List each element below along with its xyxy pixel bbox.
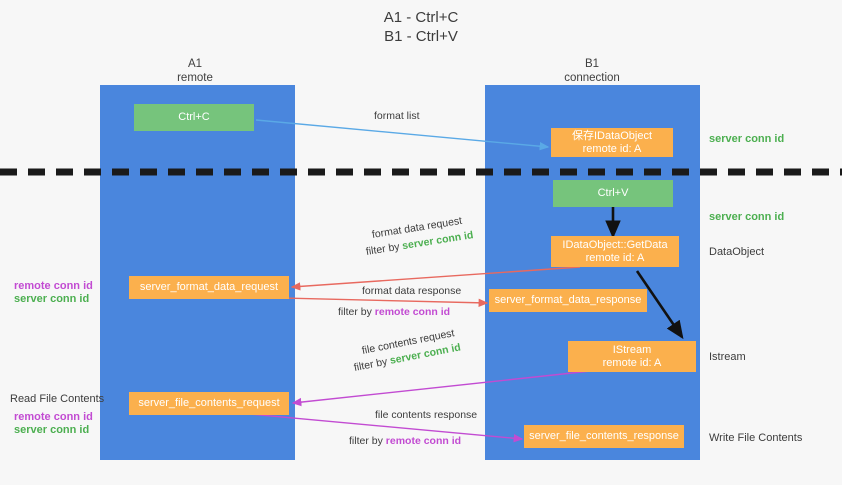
- box-server-file-contents-response[interactable]: server_file_contents_response: [524, 425, 684, 448]
- filter-prefix: filter by: [338, 306, 375, 318]
- column-header-b1: B1 connection: [527, 58, 657, 85]
- filter-prefix: filter by: [365, 240, 404, 258]
- box-ctrl-c-label: Ctrl+C: [178, 111, 210, 123]
- edge-label-file-contents-response-filter: filter by remote conn id: [349, 434, 461, 448]
- annotation-server-conn-id-top: server conn id: [709, 133, 785, 145]
- annotation-left-remote-conn-id-2: remote conn id: [14, 411, 93, 423]
- annotation-server-conn-id-second: server conn id: [709, 211, 785, 223]
- edge-label-format-data-response: format data response: [362, 285, 462, 297]
- annotation-left-server-conn-id-1: server conn id: [14, 293, 90, 305]
- box-server-file-contents-request[interactable]: server_file_contents_request: [129, 392, 289, 415]
- page-title: A1 - Ctrl+C B1 - Ctrl+V: [0, 8, 842, 46]
- box-save-idataobject-label: 保存IDataObject: [571, 129, 653, 142]
- box-ctrl-v-label: Ctrl+V: [597, 187, 629, 199]
- box-idataobject-getdata-sub: remote id: A: [585, 251, 645, 264]
- box-idataobject-getdata[interactable]: IDataObject::GetData remote id: A: [551, 236, 679, 267]
- box-ctrl-c[interactable]: Ctrl+C: [134, 104, 254, 131]
- box-server-format-data-request[interactable]: server_format_data_request: [129, 276, 289, 299]
- edge-label-file-contents-response: file contents response: [375, 409, 478, 421]
- box-istream-label: IStream: [612, 343, 652, 356]
- edge-label-format-data-response-filter: filter by remote conn id: [338, 305, 450, 319]
- box-istream-sub: remote id: A: [602, 356, 662, 369]
- filter-prefix: filter by: [349, 435, 386, 447]
- box-server-format-data-response-label: server_format_data_response: [494, 294, 642, 306]
- column-b1-name: B1: [584, 58, 600, 70]
- box-istream[interactable]: IStream remote id: A: [568, 341, 696, 372]
- annotation-read-file-contents: Read File Contents: [10, 393, 105, 405]
- column-header-a1: A1 remote: [130, 58, 260, 85]
- edge-label-format-list: format list: [374, 110, 420, 122]
- box-server-format-data-response[interactable]: server_format_data_response: [489, 289, 647, 312]
- box-server-file-contents-response-label: server_file_contents_response: [529, 430, 679, 442]
- box-server-file-contents-request-label: server_file_contents_request: [138, 397, 280, 409]
- annotation-istream: Istream: [709, 351, 746, 363]
- title-line-1: A1 - Ctrl+C: [383, 9, 459, 26]
- column-a1-sub: remote: [177, 71, 213, 84]
- box-save-idataobject-sub: remote id: A: [582, 142, 642, 155]
- box-server-format-data-request-label: server_format_data_request: [139, 281, 279, 293]
- filter-value-remote-conn-id: remote conn id: [374, 306, 451, 318]
- title-line-2: B1 - Ctrl+V: [384, 28, 458, 45]
- annotation-left-server-conn-id-2: server conn id: [14, 424, 90, 436]
- filter-prefix: filter by: [352, 355, 392, 374]
- column-b1-sub: connection: [564, 71, 620, 84]
- column-a1-name: A1: [187, 58, 203, 70]
- annotation-write-file-contents: Write File Contents: [709, 432, 803, 444]
- box-idataobject-getdata-label: IDataObject::GetData: [562, 238, 668, 251]
- filter-value-remote-conn-id: remote conn id: [385, 435, 462, 447]
- annotation-dataobject: DataObject: [709, 246, 765, 258]
- box-save-idataobject[interactable]: 保存IDataObject remote id: A: [551, 128, 673, 157]
- annotation-left-remote-conn-id-1: remote conn id: [14, 280, 93, 292]
- box-ctrl-v[interactable]: Ctrl+V: [553, 180, 673, 207]
